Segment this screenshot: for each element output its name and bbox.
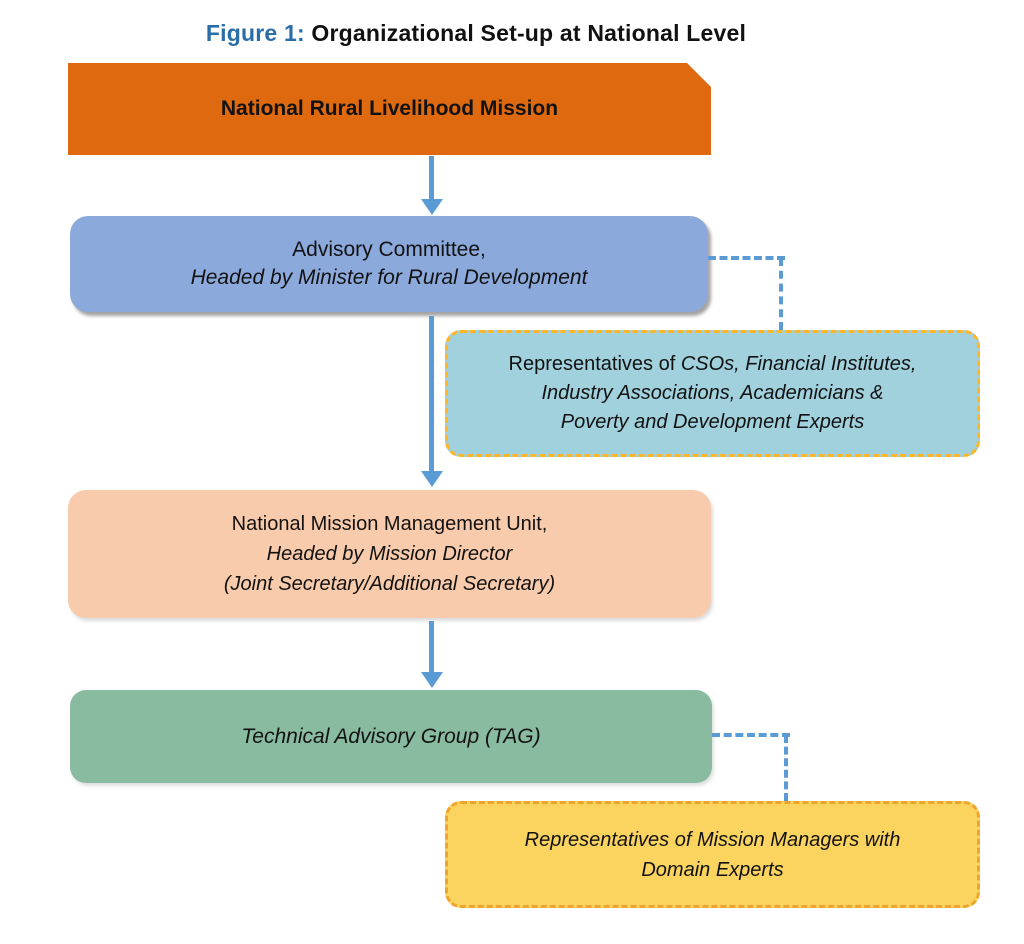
dashed-connector-tag-to-managers-horizontal (712, 733, 790, 737)
node-national-mission-management-unit: National Mission Management Unit, Headed… (68, 490, 711, 618)
node-label-line3: Poverty and Development Experts (560, 411, 865, 433)
figure-number-label: Figure 1: (205, 20, 305, 46)
node-label: Advisory Committee, (292, 238, 486, 261)
node-mission-managers-representatives: Representatives of Mission Managers with… (445, 801, 980, 908)
figure-title-text: Organizational Set-up at National Level (304, 20, 747, 46)
node-label: Technical Advisory Group (TAG) (241, 724, 541, 748)
node-sublabel-line3: (Joint Secretary/Additional Secretary) (223, 573, 556, 595)
down-arrowhead-icon (421, 199, 443, 215)
down-arrow-advisory-to-nmmu (429, 316, 434, 472)
node-label-line1: Representatives of CSOs, Financial Insti… (509, 350, 917, 379)
down-arrowhead-icon (421, 672, 443, 688)
node-label-line1: Representatives of Mission Managers with (524, 828, 901, 851)
down-arrowhead-icon (421, 471, 443, 487)
node-technical-advisory-group: Technical Advisory Group (TAG) (70, 690, 712, 783)
node-label-line2: Industry Associations, Academicians & (541, 382, 884, 404)
node-advisory-committee: Advisory Committee, Headed by Minister f… (70, 216, 708, 312)
node-csos-representatives: Representatives of CSOs, Financial Insti… (445, 330, 980, 457)
figure-title: Figure 1: Organizational Set-up at Natio… (70, 20, 882, 47)
dashed-connector-advisory-to-csos-vertical (779, 258, 783, 330)
down-arrow-nrlm-to-advisory (429, 156, 434, 200)
dashed-connector-tag-to-managers-vertical (784, 735, 788, 801)
node-label-line2: Domain Experts (641, 858, 784, 881)
node-national-rural-livelihood-mission: National Rural Livelihood Mission (68, 63, 711, 155)
node-label: National Rural Livelihood Mission (220, 97, 559, 120)
down-arrow-nmmu-to-tag (429, 621, 434, 673)
node-sublabel-line2: Headed by Mission Director (266, 543, 513, 565)
node-label-prefix: Representatives of (508, 353, 681, 375)
node-label-emphasis: CSOs, Financial Institutes, (680, 353, 917, 375)
dashed-connector-advisory-to-csos-horizontal (708, 256, 785, 260)
node-sublabel: Headed by Minister for Rural Development (190, 266, 588, 289)
node-label: National Mission Management Unit, (231, 513, 548, 535)
